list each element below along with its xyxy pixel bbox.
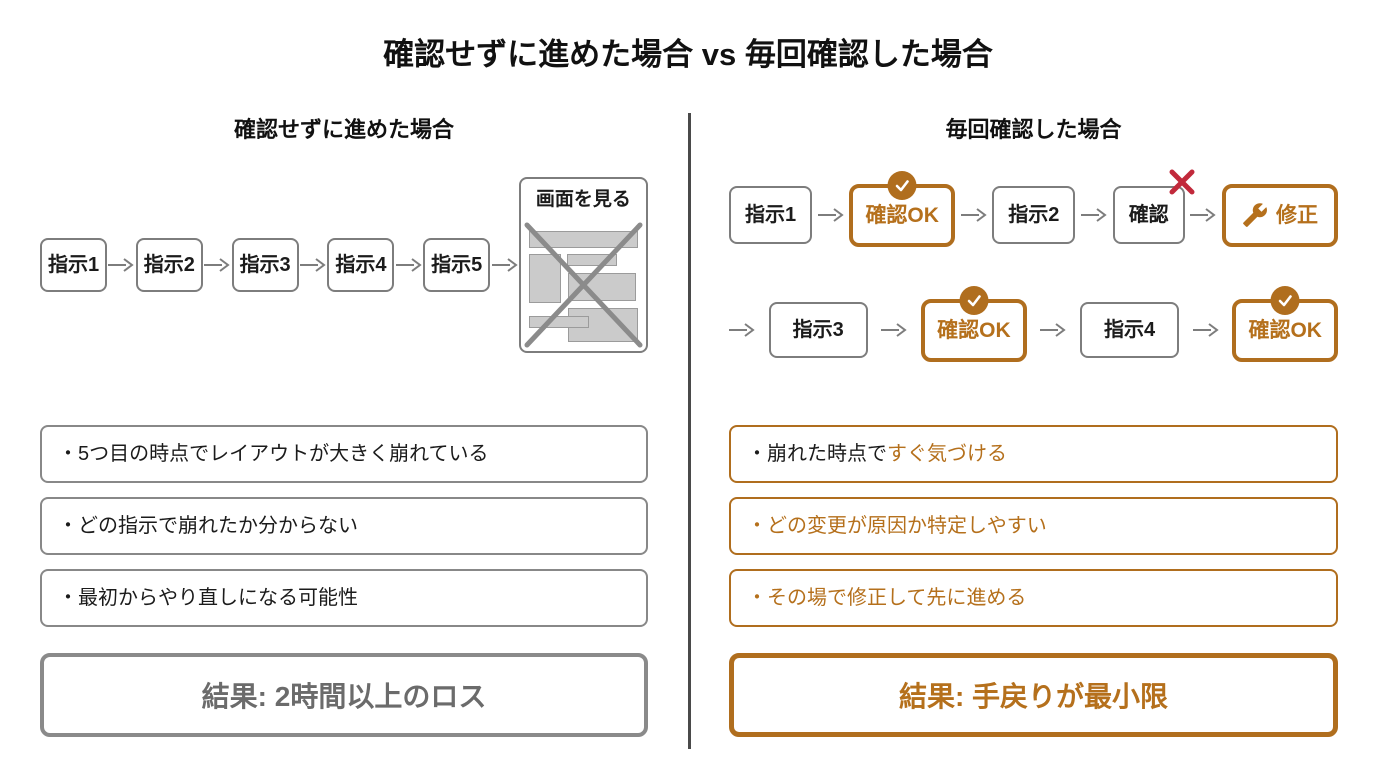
arrow-right-icon bbox=[729, 322, 755, 338]
left-result-box: 結果: 2時間以上のロス bbox=[40, 653, 648, 737]
wrench-icon bbox=[1242, 202, 1268, 228]
check-badge-icon bbox=[887, 170, 917, 200]
flow-step: 指示3 bbox=[768, 302, 868, 358]
right-bullet-2: ・どの変更が原因か特定しやすい bbox=[729, 497, 1338, 555]
comparison-columns: 確認せずに進めた場合 指示1 指示2 指示3 指示4 指示5 画面を見る bbox=[0, 113, 1376, 749]
right-bullet-1: ・崩れた時点ですぐ気づける bbox=[729, 425, 1338, 483]
arrow-right-icon bbox=[1040, 322, 1066, 338]
right-bullet-list: ・崩れた時点ですぐ気づける ・どの変更が原因か特定しやすい ・その場で修正して先… bbox=[729, 425, 1338, 627]
fix-box: 修正 bbox=[1222, 183, 1338, 247]
bullet-text-accent: すぐ気づける bbox=[887, 443, 1007, 465]
wireframe-block bbox=[528, 231, 638, 248]
flow-step: 指示3 bbox=[231, 238, 299, 292]
check-ok-label: 確認OK bbox=[937, 318, 1011, 342]
page-title: 確認せずに進めた場合 vs 毎回確認した場合 bbox=[383, 37, 993, 72]
fix-label: 修正 bbox=[1276, 203, 1318, 227]
flow-step: 指示2 bbox=[135, 238, 203, 292]
check-fail-label: 確認 bbox=[1128, 204, 1169, 226]
arrow-right-icon bbox=[395, 257, 422, 273]
check-badge-icon bbox=[1270, 285, 1300, 315]
flow-step: 指示4 bbox=[327, 238, 395, 292]
check-ok-box: 確認OK bbox=[1232, 285, 1338, 362]
wireframe-block bbox=[528, 254, 561, 303]
arrow-right-icon bbox=[1190, 207, 1217, 223]
check-ok-box: 確認OK bbox=[921, 285, 1027, 362]
check-fail-box: 確認 bbox=[1112, 169, 1195, 244]
bullet-text-accent: ・どの変更が原因か特定しやすい bbox=[747, 515, 1047, 537]
arrow-right-icon bbox=[960, 207, 987, 223]
arrow-right-icon bbox=[1081, 207, 1107, 223]
left-bullet-2: ・どの指示で崩れたか分からない bbox=[40, 497, 648, 555]
arrow-right-icon bbox=[108, 257, 135, 273]
right-result-box: 結果: 手戻りが最小限 bbox=[729, 653, 1338, 737]
check-ok-label: 確認OK bbox=[1248, 318, 1322, 342]
right-flow-row-1: 指示1 確認OK 指示2 確認 修正 bbox=[729, 169, 1338, 247]
check-ok-label: 確認OK bbox=[865, 203, 939, 227]
flow-step: 指示5 bbox=[423, 238, 491, 292]
screen-label: 画面を見る bbox=[535, 189, 631, 210]
left-flow: 指示1 指示2 指示3 指示4 指示5 画面を見る bbox=[40, 177, 648, 353]
flow-step: 指示2 bbox=[992, 186, 1076, 244]
left-column-heading: 確認せずに進めた場合 bbox=[233, 117, 454, 142]
flow-step: 指示1 bbox=[729, 186, 813, 244]
arrow-right-icon bbox=[881, 322, 908, 338]
right-column-heading: 毎回確認した場合 bbox=[945, 117, 1122, 142]
fail-x-icon bbox=[1167, 167, 1197, 205]
check-badge-icon bbox=[959, 285, 989, 315]
check-ok-box: 確認OK bbox=[849, 170, 955, 247]
arrow-right-icon bbox=[204, 257, 230, 273]
left-bullet-3: ・最初からやり直しになる可能性 bbox=[40, 569, 648, 627]
arrow-right-icon bbox=[300, 257, 326, 273]
broken-screen-preview: 画面を見る bbox=[518, 177, 648, 353]
bullet-text-accent: ・その場で修正して先に進める bbox=[747, 587, 1027, 609]
right-bullet-3: ・その場で修正して先に進める bbox=[729, 569, 1338, 627]
left-bullet-list: ・5つ目の時点でレイアウトが大きく崩れている ・どの指示で崩れたか分からない ・… bbox=[40, 425, 648, 627]
right-flow-row-2: 指示3 確認OK 指示4 確認OK bbox=[729, 285, 1338, 362]
arrow-right-icon bbox=[491, 257, 518, 273]
arrow-right-icon bbox=[1192, 322, 1219, 338]
left-bullet-1: ・5つ目の時点でレイアウトが大きく崩れている bbox=[40, 425, 648, 483]
flow-step: 指示1 bbox=[40, 238, 108, 292]
arrow-right-icon bbox=[817, 207, 844, 223]
right-column-with-check: 毎回確認した場合 指示1 確認OK 指示2 確認 修正 指示3 bbox=[688, 113, 1376, 749]
bullet-text-plain: ・崩れた時点で bbox=[747, 443, 887, 465]
left-column-no-check: 確認せずに進めた場合 指示1 指示2 指示3 指示4 指示5 画面を見る bbox=[0, 113, 688, 749]
big-cross-icon bbox=[524, 222, 643, 348]
flow-step: 指示4 bbox=[1079, 302, 1180, 358]
